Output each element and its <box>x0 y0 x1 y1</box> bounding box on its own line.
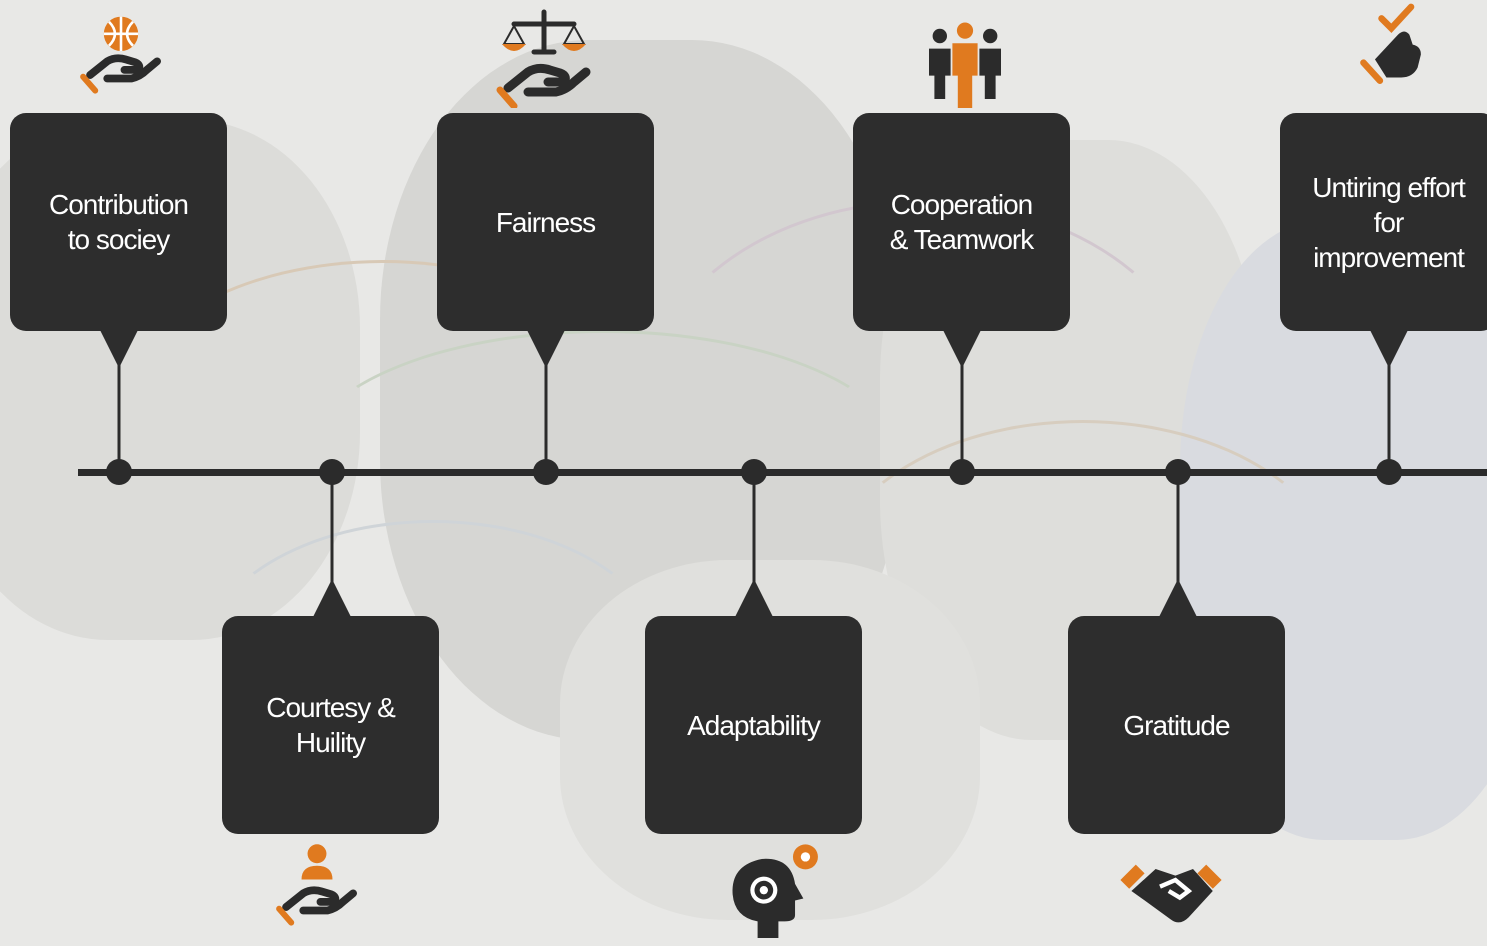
timeline-axis <box>78 469 1487 476</box>
hand-check-icon <box>1352 2 1434 84</box>
connector-line <box>960 360 964 472</box>
handshake-icon <box>1116 836 1226 946</box>
value-card: Adaptability <box>645 616 862 834</box>
connector-line <box>752 472 756 588</box>
connector-line <box>1387 360 1391 472</box>
value-label: Contribution to sociey <box>49 189 189 255</box>
value-label: Courtesy & Huility <box>266 692 395 758</box>
card-pointer <box>1370 330 1408 368</box>
connector-line <box>544 360 548 472</box>
value-label: Adaptability <box>687 709 821 741</box>
value-card: Fairness <box>437 113 654 331</box>
value-label: Cooperation & Teamwork <box>889 189 1035 255</box>
value-card: Gratitude <box>1068 616 1285 834</box>
globe-hand-icon <box>78 8 164 94</box>
card-pointer <box>1159 579 1197 617</box>
timeline-dot <box>1165 459 1191 485</box>
value-card: Untiring effort for improvement <box>1280 113 1487 331</box>
timeline-dot <box>1376 459 1402 485</box>
value-card: Cooperation & Teamwork <box>853 113 1070 331</box>
head-gear-icon <box>716 834 820 938</box>
card-pointer <box>735 579 773 617</box>
connector-line <box>1176 472 1180 588</box>
timeline-dot <box>106 459 132 485</box>
value-card: Courtesy & Huility <box>222 616 439 834</box>
timeline-dot <box>319 459 345 485</box>
timeline-dot <box>741 459 767 485</box>
timeline-dot <box>949 459 975 485</box>
connector-line <box>330 472 334 588</box>
value-label: Fairness <box>495 206 596 238</box>
person-hand-icon <box>274 840 360 926</box>
card-pointer <box>527 330 565 368</box>
scales-hand-icon <box>494 8 594 108</box>
card-pointer <box>943 330 981 368</box>
value-card: Contribution to sociey <box>10 113 227 331</box>
value-label: Untiring effort for improvement <box>1312 171 1466 273</box>
value-label: Gratitude <box>1123 709 1230 741</box>
card-pointer <box>313 579 351 617</box>
card-pointer <box>100 330 138 368</box>
team-icon <box>920 18 1010 108</box>
timeline-dot <box>533 459 559 485</box>
connector-line <box>117 360 121 472</box>
